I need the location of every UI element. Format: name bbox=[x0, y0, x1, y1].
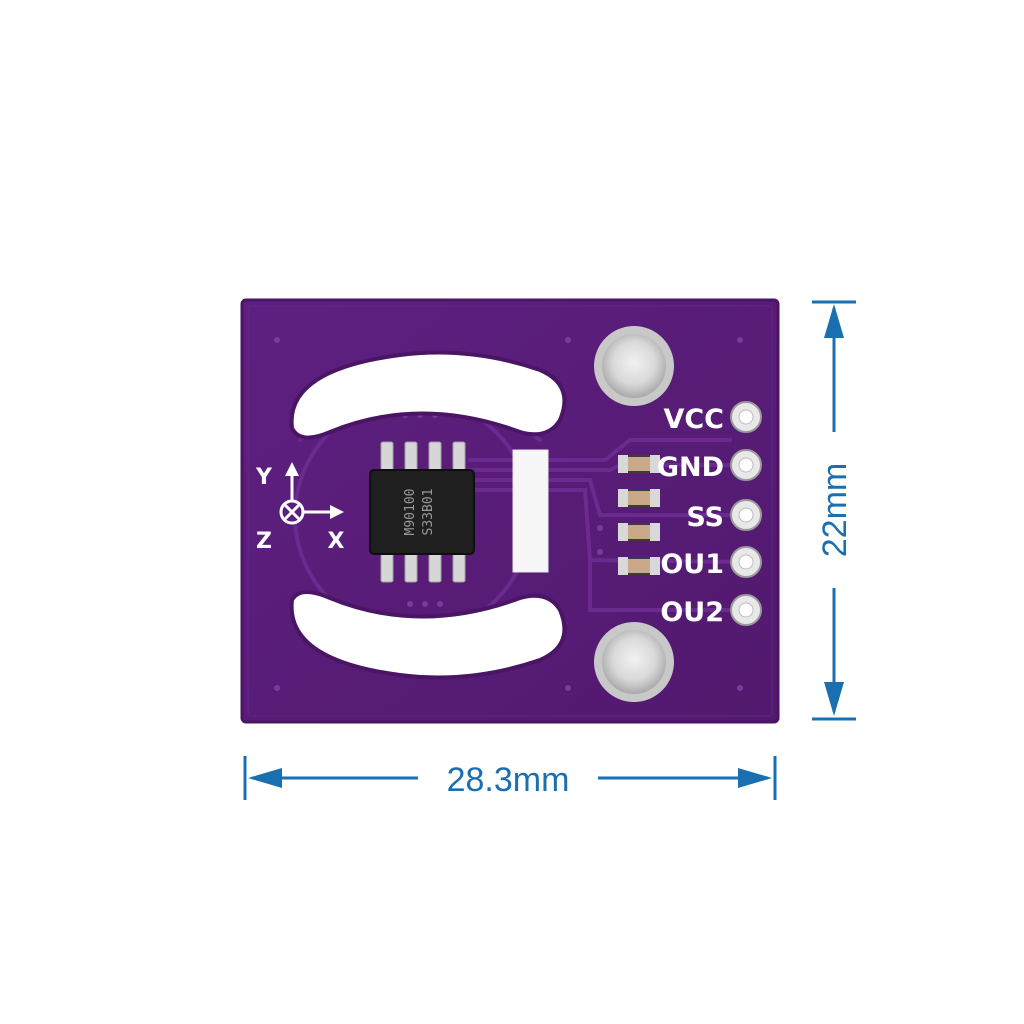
pcb-board: M90100 S33B01 bbox=[240, 298, 780, 724]
chip-pins-top bbox=[380, 441, 466, 473]
pin-label-gnd: GND bbox=[657, 452, 724, 483]
pin-label-ss: SS bbox=[686, 502, 724, 533]
axis-indicator: Y X Z bbox=[255, 462, 345, 554]
axis-label-z: Z bbox=[256, 529, 272, 554]
mounting-hole-bottom bbox=[594, 622, 674, 702]
axis-label-x: X bbox=[328, 529, 345, 554]
pin-labels: VCC GND SS OU1 OU2 bbox=[657, 404, 724, 628]
header-pads bbox=[730, 401, 762, 626]
width-dimension bbox=[243, 756, 777, 800]
soic8-chip: M90100 S33B01 bbox=[369, 441, 475, 583]
pin-pad-gnd bbox=[730, 449, 762, 481]
axis-label-y: Y bbox=[255, 465, 273, 490]
width-label: 28.3mm bbox=[447, 761, 570, 799]
chip-marking-line2: S33B01 bbox=[421, 489, 436, 536]
silkscreen-bar bbox=[512, 449, 549, 573]
chip-marking-line1: M90100 bbox=[403, 489, 418, 536]
pin-label-vcc: VCC bbox=[663, 404, 724, 435]
pin-pad-vcc bbox=[730, 401, 762, 433]
smd-component bbox=[618, 455, 660, 473]
mounting-hole-top bbox=[594, 326, 674, 406]
top-slot-cutout bbox=[289, 350, 567, 440]
height-dimension bbox=[812, 300, 856, 721]
smd-components bbox=[618, 455, 660, 575]
pin-pad-ou1 bbox=[730, 546, 762, 578]
height-label: 22mm bbox=[816, 463, 854, 557]
pin-label-ou1: OU1 bbox=[660, 549, 724, 580]
pin-pad-ou2 bbox=[730, 594, 762, 626]
pin-label-ou2: OU2 bbox=[660, 597, 724, 628]
chip-pins-bottom bbox=[380, 551, 466, 583]
smd-component bbox=[618, 557, 660, 575]
pin-pad-ss bbox=[730, 499, 762, 531]
bottom-slot-cutout bbox=[289, 590, 567, 680]
smd-component bbox=[618, 489, 660, 507]
smd-component bbox=[618, 523, 660, 541]
